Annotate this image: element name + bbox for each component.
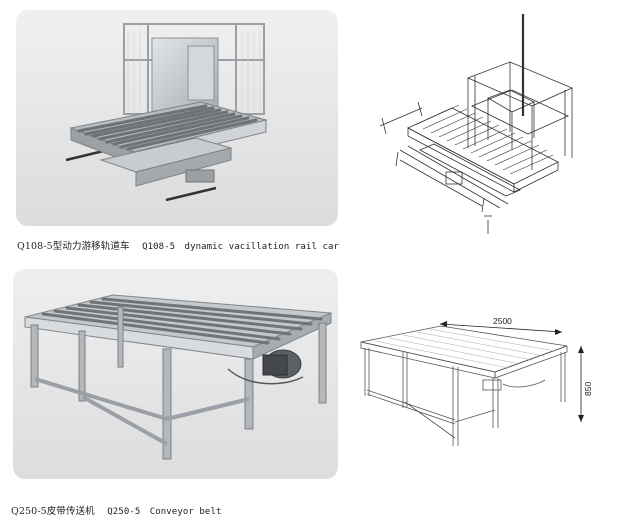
rail-car-caption-en: dynamic vacillation rail car <box>184 242 340 252</box>
conveyor-width-dimension: 2500 <box>493 316 512 326</box>
conveyor-caption-en: Conveyor belt <box>149 507 222 517</box>
conveyor-belt-caption: Q250-5皮带传送机 Q250-5 Conveyor belt <box>11 503 222 517</box>
rail-car-caption-code: Q108-5 <box>142 242 176 252</box>
rail-car-caption: Q108-5型动力游移轨道车 Q108-5 dynamic vacillatio… <box>17 238 339 252</box>
rail-car-caption-cn: Q108-5型动力游移轨道车 <box>17 241 130 252</box>
conveyor-belt-photo <box>13 269 338 479</box>
conveyor-caption-code: Q250-5 <box>107 507 141 517</box>
conveyor-belt-drawing: 2500 850 <box>355 310 623 458</box>
conveyor-height-dimension: 850 <box>583 382 593 396</box>
rail-car-photo <box>16 10 338 226</box>
rail-car-drawing <box>360 10 622 240</box>
conveyor-caption-cn: Q250-5皮带传送机 <box>11 506 95 517</box>
